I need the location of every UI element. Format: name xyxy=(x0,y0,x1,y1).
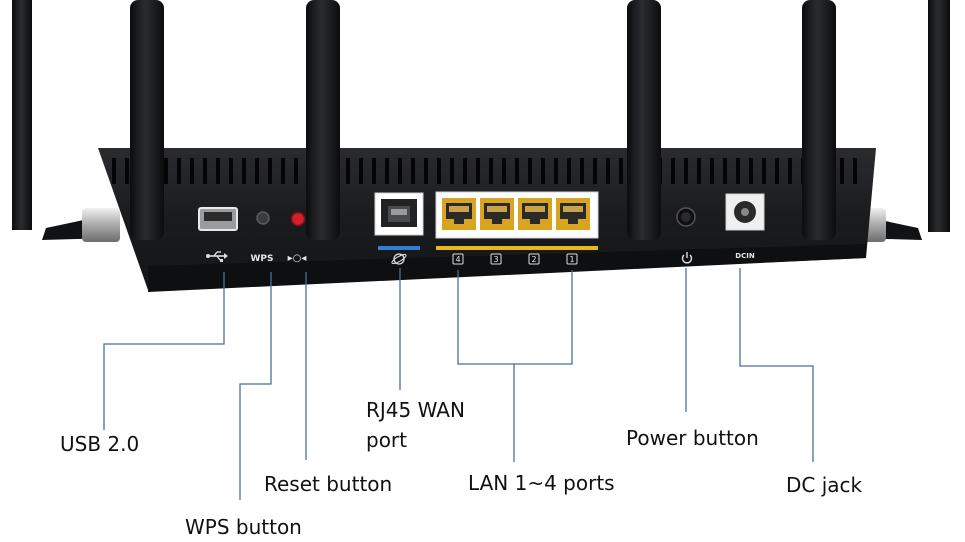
lan-port-3 xyxy=(480,198,514,230)
vent-slot xyxy=(346,158,350,184)
leader-wps xyxy=(239,272,272,500)
vent-slot xyxy=(463,158,467,184)
lan-port-4 xyxy=(442,198,476,230)
lan-port-2 xyxy=(518,198,552,230)
vent-slot xyxy=(554,158,558,184)
antenna-4 xyxy=(802,0,836,240)
vent-slot xyxy=(242,158,246,184)
vent-slot xyxy=(125,158,129,184)
wps-button xyxy=(256,211,270,225)
leader-dc xyxy=(739,268,814,462)
lan-number-badge: 1 xyxy=(566,253,578,265)
leader-lan-left xyxy=(457,270,515,462)
reset-icon: ▸○◂ xyxy=(288,253,307,264)
vent-slot xyxy=(762,158,766,184)
vent-slot xyxy=(697,158,701,184)
side-antenna-left xyxy=(12,0,120,242)
reset-button xyxy=(290,211,306,227)
lan-number-1: 1 xyxy=(569,255,574,264)
callout-power: Power button xyxy=(626,426,759,450)
lan-color-bar xyxy=(436,246,598,250)
vent-slot xyxy=(606,158,610,184)
vent-slot xyxy=(268,158,272,184)
vent-slot xyxy=(502,158,506,184)
vent-slot xyxy=(619,158,623,184)
vent-slot xyxy=(593,158,597,184)
wan-color-bar xyxy=(378,246,420,250)
lan-number-badge: 4 xyxy=(452,253,464,265)
usb-port xyxy=(198,207,238,231)
callout-lan: LAN 1~4 ports xyxy=(468,471,615,495)
vent-slot xyxy=(112,158,116,184)
vent-slot xyxy=(710,158,714,184)
vent-slot xyxy=(411,158,415,184)
antenna-1 xyxy=(130,0,164,240)
vent-slot xyxy=(203,158,207,184)
lan-number-4: 4 xyxy=(455,255,460,264)
vent-slot xyxy=(190,158,194,184)
vent-slot xyxy=(489,158,493,184)
vent-slot xyxy=(450,158,454,184)
vent-slot xyxy=(424,158,428,184)
vent-slot xyxy=(580,158,584,184)
callout-dc: DC jack xyxy=(786,473,863,497)
vent-slot xyxy=(736,158,740,184)
lan-number-badge: 3 xyxy=(490,253,502,265)
dcin-label: DCIN xyxy=(735,252,755,260)
callout-wan-line2: port xyxy=(366,428,407,452)
vent-slot xyxy=(437,158,441,184)
vent-slot xyxy=(775,158,779,184)
leader-usb xyxy=(103,272,225,430)
vent-slot xyxy=(385,158,389,184)
vent-slot xyxy=(359,158,363,184)
vent-slot xyxy=(164,158,168,184)
power-button xyxy=(676,207,696,227)
callout-wan-line1: RJ45 WAN xyxy=(366,398,465,422)
vent-slot xyxy=(255,158,259,184)
vent-slot xyxy=(294,158,298,184)
vent-slot xyxy=(840,158,844,184)
callout-usb: USB 2.0 xyxy=(60,432,140,456)
antenna-2 xyxy=(306,0,340,240)
lan-number-3: 3 xyxy=(493,255,498,264)
vent-slot xyxy=(671,158,675,184)
vent-slot xyxy=(567,158,571,184)
vent-slot xyxy=(177,158,181,184)
vent-slot xyxy=(216,158,220,184)
vent-slot xyxy=(281,158,285,184)
wan-port xyxy=(374,192,424,236)
dc-jack xyxy=(725,193,765,231)
vent-slot xyxy=(541,158,545,184)
vent-slot xyxy=(723,158,727,184)
leader-lan-right xyxy=(514,270,573,365)
lan-number-2: 2 xyxy=(531,255,536,264)
vent-slot xyxy=(528,158,532,184)
vent-slot xyxy=(398,158,402,184)
callout-wps: WPS button xyxy=(185,515,302,539)
globe-icon xyxy=(391,253,407,265)
lan-number-badge: 2 xyxy=(528,253,540,265)
usb-icon xyxy=(206,251,228,262)
vent-slot xyxy=(788,158,792,184)
vent-slot xyxy=(749,158,753,184)
vent-slot xyxy=(853,158,857,184)
vent-slot xyxy=(515,158,519,184)
vent-slot xyxy=(372,158,376,184)
wps-label: WPS xyxy=(250,254,273,264)
vent-slot xyxy=(229,158,233,184)
vent-slot xyxy=(684,158,688,184)
power-icon xyxy=(681,252,693,264)
antenna-3 xyxy=(627,0,661,240)
leader-lines xyxy=(103,268,814,500)
callout-reset: Reset button xyxy=(264,472,393,496)
vent-slot xyxy=(476,158,480,184)
lan-port-1 xyxy=(556,198,590,230)
